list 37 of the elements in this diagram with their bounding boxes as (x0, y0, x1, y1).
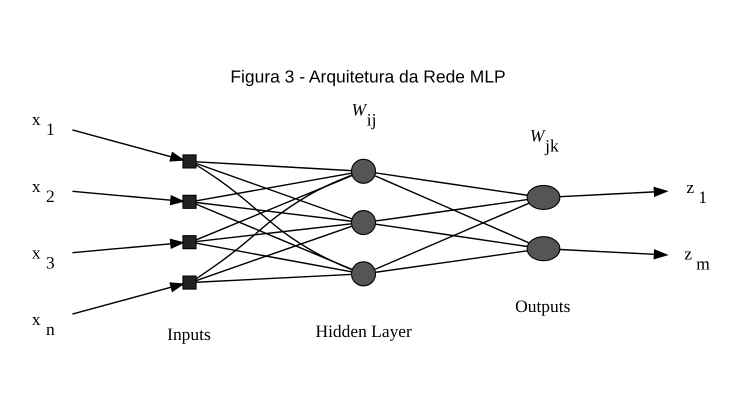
arrow (72, 238, 186, 253)
node-circle (350, 210, 376, 235)
connector (374, 174, 530, 243)
label: Hidden Layer (316, 320, 412, 340)
connector (376, 222, 528, 247)
connector (376, 172, 528, 196)
diagram-title: Figura 3 - Arquitetura da Rede MLP (230, 66, 506, 86)
connector (376, 250, 528, 272)
label: Outputs (515, 295, 570, 316)
connector (196, 201, 352, 222)
connector (196, 174, 352, 240)
arrow (560, 186, 669, 197)
label: Inputs (167, 324, 211, 344)
connector (196, 273, 352, 282)
connector (196, 174, 352, 279)
arrow (72, 190, 186, 205)
connector (196, 225, 352, 281)
node-box (182, 194, 197, 208)
connector (376, 198, 528, 222)
arrow (560, 248, 669, 259)
connector (374, 202, 530, 270)
node-box (182, 274, 197, 290)
node-box (182, 154, 197, 168)
connector (196, 172, 352, 201)
node-ellipse (526, 184, 560, 210)
connector (196, 162, 352, 220)
arrow (72, 282, 185, 314)
node-box (182, 234, 197, 249)
connector (196, 164, 352, 270)
node-circle (350, 260, 376, 286)
connector (196, 203, 352, 270)
arrow (72, 128, 185, 162)
connector (196, 160, 352, 171)
node-ellipse (526, 236, 560, 261)
node-circle (350, 158, 376, 184)
connector (196, 242, 352, 272)
connector (196, 222, 352, 242)
